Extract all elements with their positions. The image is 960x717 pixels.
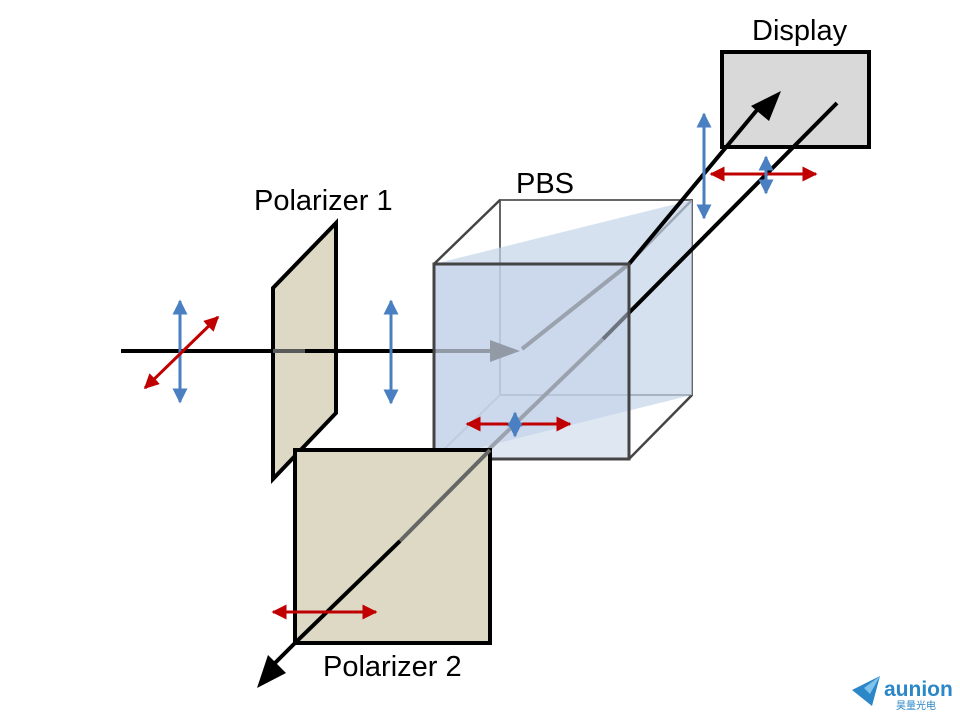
output-beam-arrowhead (257, 655, 286, 688)
logo-wordmark: aunion (884, 678, 953, 701)
polarizer-2-label: Polarizer 2 (323, 651, 462, 683)
reflected-beam-arrowhead (751, 91, 781, 121)
logo-subtitle: 昊量光电 (896, 699, 936, 712)
pbs-edge-bottom-right (628, 394, 693, 460)
pbs-label: PBS (516, 168, 574, 200)
pbs-front-face (432, 262, 631, 461)
output-beam (270, 641, 297, 668)
beam-through-polarizer-2-lower (293, 539, 402, 645)
display-label: Display (752, 15, 848, 47)
reflected-beam (627, 102, 764, 266)
transmitted-beam-upper (601, 101, 839, 341)
display-screen (720, 50, 871, 149)
company-logo: aunion 昊量光电 (852, 676, 953, 712)
polarizer-1-label: Polarizer 1 (254, 185, 393, 217)
pbs-edge-top-left (433, 199, 501, 265)
incoming-horizontal-polarization (143, 315, 220, 390)
beam-through-polarizer-2 (398, 448, 492, 543)
logo-mark-accent-icon (864, 676, 880, 694)
